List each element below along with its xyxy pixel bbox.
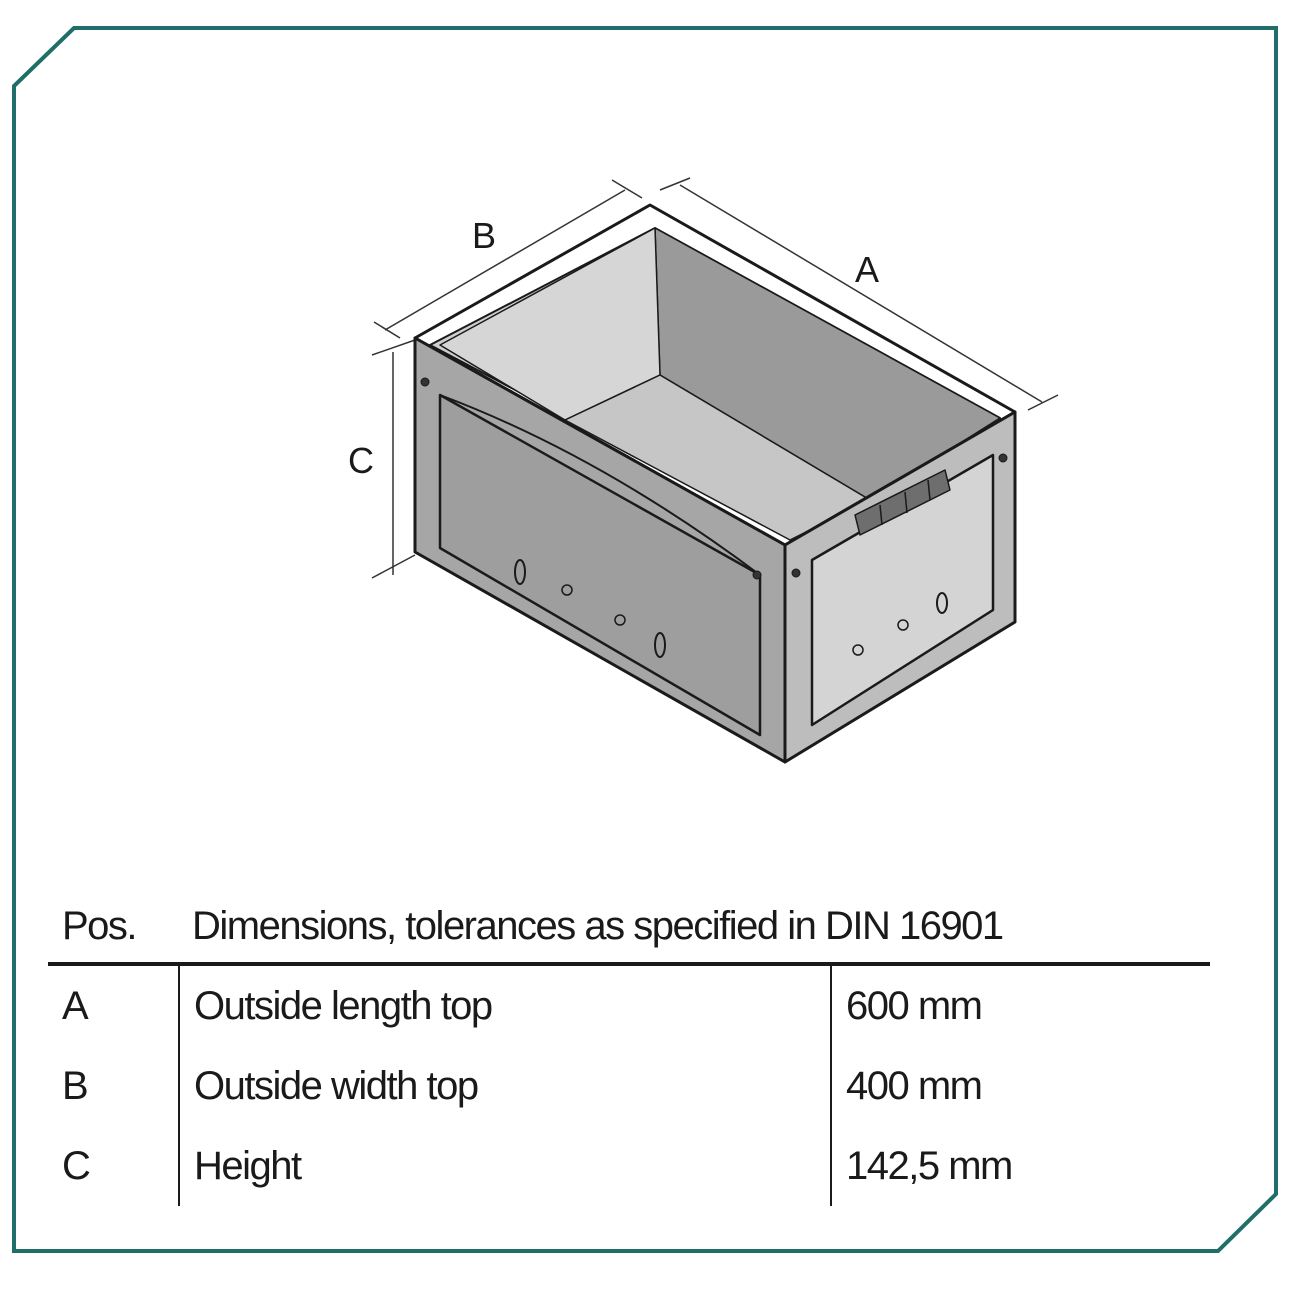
dimension-lines [371,177,1059,579]
cell-pos: A [62,983,89,1028]
label-b: B [472,215,496,256]
cell-value: 600 mm [830,966,1210,1046]
table-row: A Outside length top 600 mm [48,966,1210,1046]
cell-desc: Outside width top [178,1046,830,1126]
dimension-table: Pos. Dimensions, tolerances as specified… [48,890,1210,1206]
cell-desc: Outside length top [178,966,830,1046]
crate-illustration: B A C [348,177,1059,764]
table-row: B Outside width top 400 mm [48,1046,1210,1126]
table-row: C Height 142,5 mm [48,1126,1210,1206]
header-pos: Pos. [62,903,138,948]
cell-pos: C [62,1143,91,1188]
teal-frame [12,26,1278,1253]
header-desc: Dimensions, tolerances as specified in D… [192,903,1004,948]
cell-value: 400 mm [830,1046,1210,1126]
cell-desc: Height [178,1126,830,1206]
crate [413,203,1017,764]
cell-pos: B [62,1063,89,1108]
table-header: Pos. Dimensions, tolerances as specified… [48,890,1210,966]
cell-value: 142,5 mm [830,1126,1210,1206]
label-c: C [348,440,374,481]
label-a: A [855,249,879,290]
